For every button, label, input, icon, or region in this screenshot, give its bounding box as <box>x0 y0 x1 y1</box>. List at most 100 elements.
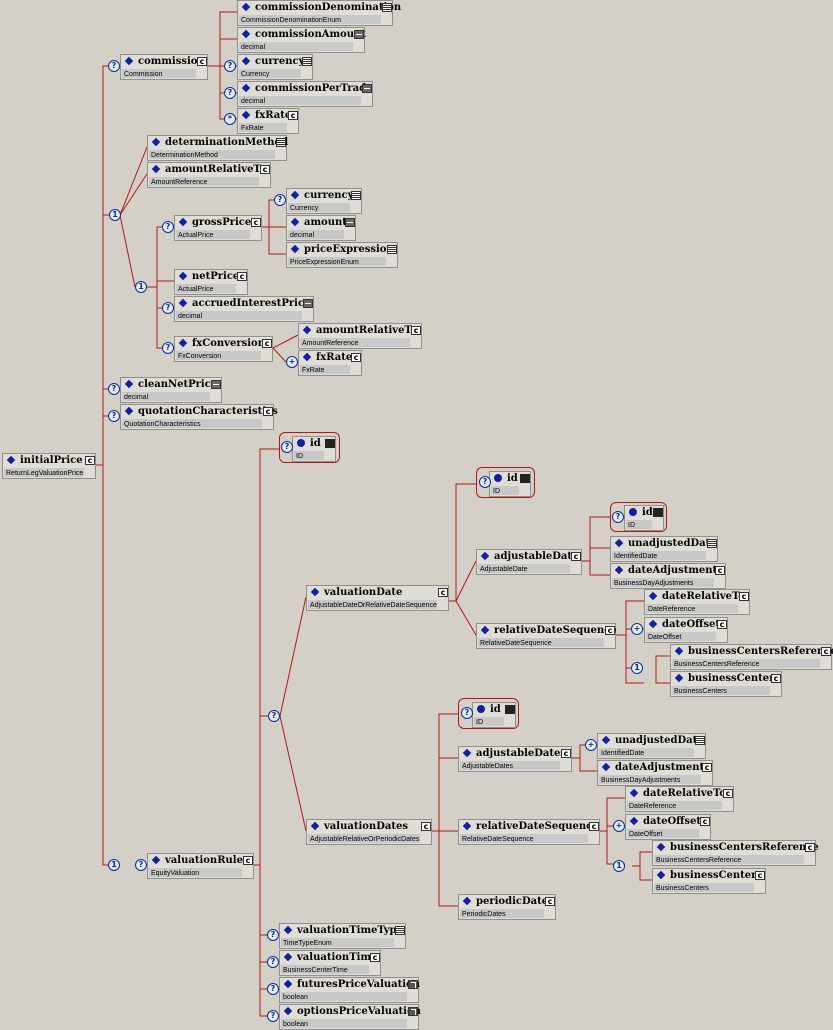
node-name: commission <box>138 56 205 67</box>
node-type: ID <box>296 453 303 460</box>
node-accruedInterestPrice[interactable]: accruedInterestPrice decimal <box>174 296 314 322</box>
node-valuationTime[interactable]: valuationTime BusinessCenterTime <box>279 950 381 976</box>
node-name: initialPrice <box>20 455 83 466</box>
element-icon <box>674 673 684 683</box>
simple-type-icon <box>211 380 221 389</box>
node-id-adjustableDate[interactable]: id ID <box>624 505 664 531</box>
element-icon <box>614 565 624 575</box>
node-id-valuationDate[interactable]: id ID <box>489 471 531 497</box>
sequence-badge: + <box>286 356 298 368</box>
id-highlight <box>279 432 340 463</box>
id-type-icon <box>505 705 515 714</box>
optional-badge: ? <box>267 956 279 968</box>
node-priceExpression[interactable]: priceExpression PriceExpressionEnum <box>286 242 398 268</box>
element-icon <box>283 1006 293 1016</box>
node-valuationDate[interactable]: valuationDate AdjustableDateOrRelativeDa… <box>306 585 449 611</box>
node-fxRate-fx[interactable]: fxRate FxRate <box>298 350 362 376</box>
node-name: currency <box>255 56 305 67</box>
node-id-valuationRules[interactable]: id ID <box>292 436 336 462</box>
node-name: grossPrice <box>192 217 252 228</box>
enum-type-icon <box>302 57 312 66</box>
node-fxConversion[interactable]: fxConversion FxConversion <box>174 336 273 362</box>
node-fxRate-commission[interactable]: fxRate FxRate <box>237 108 299 134</box>
node-type: AdjustableDates <box>462 763 513 770</box>
node-relativeDateSequence-valuationDates[interactable]: relativeDateSequence RelativeDateSequenc… <box>458 819 600 845</box>
node-unadjustedDate-valuationDates[interactable]: unadjustedDate IdentifiedDate <box>597 733 706 759</box>
node-currency-commission[interactable]: currency Currency <box>237 54 313 80</box>
simple-type-icon <box>707 539 717 548</box>
node-futuresPriceValuation[interactable]: futuresPriceValuation boolean <box>279 977 420 1003</box>
node-optionsPriceValuation[interactable]: optionsPriceValuation boolean <box>279 1004 421 1030</box>
complex-type-icon <box>263 407 273 416</box>
complex-type-icon <box>605 626 615 635</box>
node-currency-grossPrice[interactable]: currency Currency <box>286 188 362 214</box>
node-commission[interactable]: commission Commission <box>120 54 208 80</box>
node-businessCentersReference-valuationDate[interactable]: businessCentersReference BusinessCenters… <box>670 644 833 670</box>
attribute-icon <box>629 508 637 516</box>
node-type: ReturnLegValuationPrice <box>6 470 84 477</box>
node-name: netPrice <box>192 271 240 282</box>
node-type: DateReference <box>629 803 677 810</box>
node-commissionDenomination[interactable]: commissionDenomination CommissionDenomin… <box>237 0 401 26</box>
node-relativeDateSequence-valuationDate[interactable]: relativeDateSequence RelativeDateSequenc… <box>476 623 617 649</box>
node-commissionAmount[interactable]: commissionAmount decimal <box>237 27 366 53</box>
node-type: AdjustableDateOrRelativeDateSequence <box>310 602 437 609</box>
node-name: dateAdjustments <box>628 565 723 576</box>
node-valuationDates[interactable]: valuationDates AdjustableRelativeOrPerio… <box>306 819 432 845</box>
node-grossPrice[interactable]: grossPrice ActualPrice <box>174 215 262 241</box>
node-businessCenters-valuationDates[interactable]: businessCenters BusinessCenters <box>652 868 766 894</box>
sequence-badge: + <box>585 739 597 751</box>
node-dateAdjustments-valuationDates[interactable]: dateAdjustments BusinessDayAdjustments <box>597 760 713 786</box>
node-periodicDates[interactable]: periodicDates PeriodicDates <box>458 894 556 920</box>
element-icon <box>151 137 161 147</box>
element-icon <box>302 325 312 335</box>
node-dateOffset-valuationDate[interactable]: dateOffset DateOffset <box>644 617 728 643</box>
id-highlight <box>610 502 667 532</box>
node-type: decimal <box>178 313 203 320</box>
node-netPrice[interactable]: netPrice ActualPrice <box>174 269 248 295</box>
node-name: dateRelativeTo <box>643 788 726 799</box>
node-unadjustedDate-valuationDate[interactable]: unadjustedDate IdentifiedDate <box>610 536 718 562</box>
node-type: TimeTypeEnum <box>283 940 332 947</box>
node-dateRelativeTo-valuationDate[interactable]: dateRelativeTo DateReference <box>644 589 750 615</box>
node-initialPrice[interactable]: initialPrice ReturnLegValuationPrice <box>2 453 96 479</box>
node-name: determinationMethod <box>165 137 289 148</box>
node-commissionPerTrade[interactable]: commissionPerTrade decimal <box>237 81 373 107</box>
node-dateOffset-valuationDates[interactable]: dateOffset DateOffset <box>625 814 711 840</box>
node-determinationMethod[interactable]: determinationMethod DeterminationMethod <box>147 135 289 161</box>
node-type: Currency <box>241 71 270 78</box>
node-amountRelativeTo-price[interactable]: amountRelativeTo AmountReference <box>147 162 271 188</box>
node-adjustableDates[interactable]: adjustableDates AdjustableDates <box>458 746 572 772</box>
node-amount[interactable]: amount decimal <box>286 215 356 241</box>
node-type: ActualPrice <box>178 286 214 293</box>
element-icon <box>178 298 188 308</box>
element-icon <box>178 338 188 348</box>
node-businessCentersReference-valuationDates[interactable]: businessCentersReference BusinessCenters… <box>652 840 819 866</box>
simple-type-icon <box>303 299 313 308</box>
node-dateAdjustments-valuationDate[interactable]: dateAdjustments BusinessDayAdjustments <box>610 563 726 589</box>
node-dateRelativeTo-valuationDates[interactable]: dateRelativeTo DateReference <box>625 786 734 812</box>
node-cleanNetPrice[interactable]: cleanNetPrice decimal <box>120 377 222 403</box>
node-valuationTimeType[interactable]: valuationTimeType TimeTypeEnum <box>279 923 406 949</box>
node-id-valuationDates[interactable]: id ID <box>472 702 516 728</box>
complex-type-icon <box>739 592 749 601</box>
complex-type-icon <box>421 822 431 831</box>
node-quotationCharacteristics[interactable]: quotationCharacteristics QuotationCharac… <box>120 404 278 430</box>
node-type: FxConversion <box>178 353 222 360</box>
node-adjustableDate[interactable]: adjustableDate AdjustableDate <box>476 549 582 575</box>
node-type: FxRate <box>302 367 325 374</box>
node-type: decimal <box>124 394 149 401</box>
choice-badge: 1 <box>631 662 643 674</box>
optional-badge: ? <box>267 929 279 941</box>
node-name: valuationRules <box>165 855 249 866</box>
node-valuationRules[interactable]: valuationRules EquityValuation <box>147 853 254 879</box>
choice-badge: 1 <box>613 860 625 872</box>
node-type: PeriodicDates <box>462 911 506 918</box>
node-businessCenters-valuationDate[interactable]: businessCenters BusinessCenters <box>670 671 782 697</box>
enum-type-icon <box>382 3 392 12</box>
node-type: RelativeDateSequence <box>462 836 534 843</box>
node-type: BusinessCenters <box>656 885 709 892</box>
node-amountRelativeTo-fx[interactable]: amountRelativeTo AmountReference <box>298 323 422 349</box>
node-name: businessCentersReference <box>670 842 819 853</box>
simple-type-icon <box>354 30 364 39</box>
